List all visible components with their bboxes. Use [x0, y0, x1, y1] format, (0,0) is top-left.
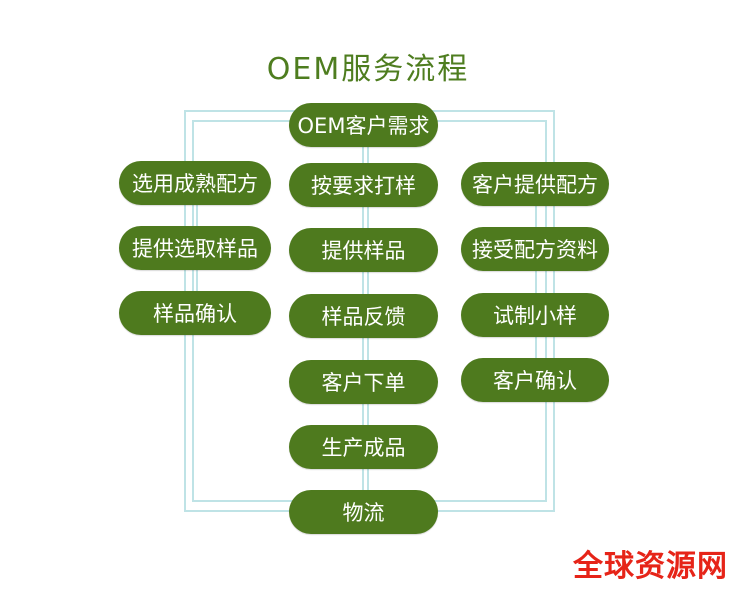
- step-trial-small-sample: 试制小样: [461, 293, 609, 337]
- step-customer-confirmation: 客户确认: [461, 358, 609, 402]
- watermark-text: 全球资源网: [573, 549, 728, 584]
- step-provide-sample: 提供样品: [289, 228, 438, 272]
- step-produce-product: 生产成品: [289, 425, 438, 469]
- step-sample-per-request: 按要求打样: [289, 163, 438, 207]
- page-title: OEM服务流程: [266, 52, 470, 87]
- step-customer-provides-formula: 客户提供配方: [461, 162, 609, 206]
- step-sample-confirmation: 样品确认: [119, 291, 271, 335]
- step-choose-mature-formula: 选用成熟配方: [119, 161, 271, 205]
- connector-right-line: [535, 200, 537, 380]
- step-provide-selected-sample: 提供选取样品: [119, 226, 271, 270]
- step-customer-order: 客户下单: [289, 360, 438, 404]
- step-logistics: 物流: [289, 490, 438, 534]
- step-accept-formula-data: 接受配方资料: [461, 227, 609, 271]
- step-oem-customer-demand: OEM客户需求: [289, 103, 438, 147]
- step-sample-feedback: 样品反馈: [289, 294, 438, 338]
